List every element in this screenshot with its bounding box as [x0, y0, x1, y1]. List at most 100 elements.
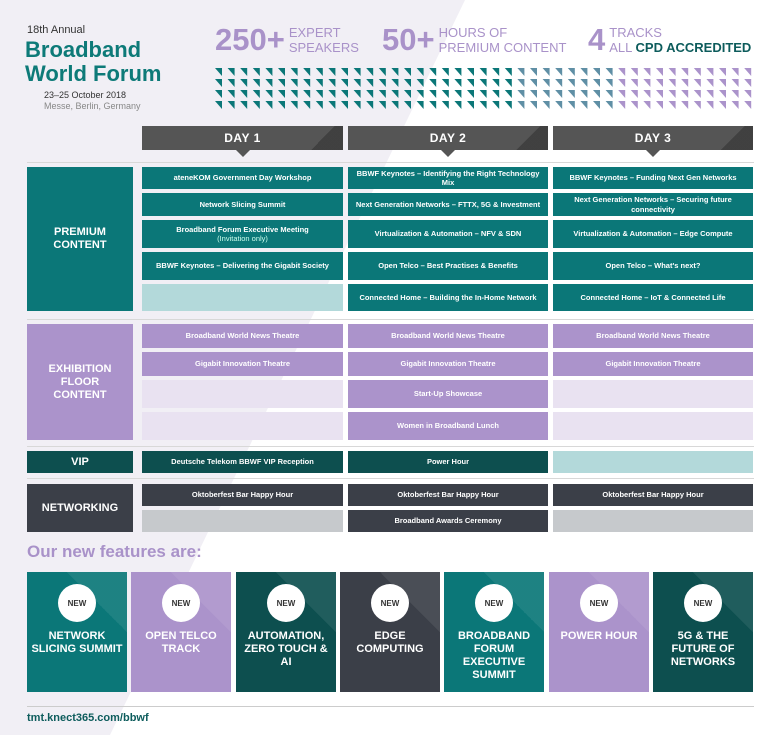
pattern-triangle [492, 68, 500, 76]
pattern-triangle [668, 101, 676, 109]
pattern-triangle [278, 68, 285, 76]
pattern-triangle [706, 68, 714, 76]
pattern-triangle [593, 68, 600, 76]
session-title: Oktoberfest Bar Happy Hour [397, 490, 499, 500]
pattern-triangle [366, 101, 374, 109]
session-title: Virtualization & Automation – NFV & SDN [374, 229, 522, 239]
pattern-triangle [681, 90, 689, 98]
pattern-triangle [467, 90, 474, 98]
pattern-triangle [252, 68, 260, 76]
session-cell: Gigabit Innovation Theatre [553, 352, 753, 376]
pattern-triangle [378, 90, 386, 98]
feature-title: EDGE COMPUTING [356, 630, 424, 655]
session-cell: Gigabit Innovation Theatre [142, 352, 343, 376]
networking-day-1-column: Oktoberfest Bar Happy Hour [142, 484, 343, 532]
pattern-triangle [215, 79, 222, 87]
pattern-triangle [593, 79, 600, 87]
pattern-triangle [240, 101, 248, 109]
session-title: Gigabit Innovation Theatre [194, 359, 290, 369]
empty-slot [553, 412, 753, 440]
pattern-triangle [630, 101, 638, 109]
pattern-triangle [504, 101, 512, 109]
pattern-triangle [504, 79, 512, 87]
session-title: Open Telco – What's next? [605, 261, 701, 271]
session-cell: Connected Home – Building the In-Home Ne… [348, 284, 548, 311]
pattern-triangle [744, 90, 752, 98]
new-badge: NEW [684, 584, 722, 622]
pattern-triangle [719, 79, 726, 87]
day-2-header: DAY 2 [348, 126, 548, 157]
pattern-triangle [315, 90, 323, 98]
session-title: BBWF Keynotes – Identifying the Right Te… [356, 168, 540, 188]
pattern-triangle [630, 79, 638, 87]
vip-label: VIP [27, 451, 133, 473]
pattern-triangle [341, 79, 348, 87]
exhibition-label: EXHIBITION FLOOR CONTENT [27, 324, 133, 440]
pattern-triangle [328, 79, 336, 87]
pattern-triangle [303, 79, 311, 87]
pattern-triangle [391, 68, 399, 76]
pattern-triangle [605, 101, 613, 109]
pattern-triangle [378, 68, 386, 76]
session-title: Broadband World News Theatre [185, 331, 300, 341]
pattern-triangle [643, 101, 651, 109]
website-link[interactable]: tmt.knect365.com/bbwf [27, 712, 149, 724]
pattern-triangle [504, 90, 512, 98]
pattern-triangle [731, 101, 739, 109]
pattern-triangle [429, 101, 437, 109]
pattern-triangle [517, 68, 525, 76]
pattern-triangle [290, 101, 298, 109]
pattern-triangle [479, 101, 487, 109]
pattern-triangle [479, 68, 487, 76]
pattern-triangle [542, 90, 550, 98]
empty-slot [142, 412, 343, 440]
pattern-triangle [555, 90, 563, 98]
day-1-header: DAY 1 [142, 126, 343, 157]
pattern-triangle [567, 79, 575, 87]
feature-title: AUTOMATION, ZERO TOUCH & AI [244, 630, 328, 668]
feature-card: NEW EDGE COMPUTING [340, 572, 440, 692]
networking-label: NETWORKING [27, 484, 133, 532]
pattern-triangle [467, 79, 474, 87]
premium-label: PREMIUM CONTENT [27, 167, 133, 311]
pattern-triangle [744, 101, 752, 109]
divider [27, 706, 754, 707]
session-title: Gigabit Innovation Theatre [605, 359, 701, 369]
pattern-triangle [278, 90, 285, 98]
pattern-triangle [366, 90, 374, 98]
empty-slot [142, 284, 343, 311]
session-title: Connected Home – Building the In-Home Ne… [359, 292, 537, 302]
session-note: (Invitation only) [217, 234, 268, 243]
pattern-triangle [215, 68, 222, 76]
session-cell: Open Telco – Best Practises & Benefits [348, 252, 548, 280]
pattern-triangle [630, 90, 638, 98]
session-cell: BBWF Keynotes – Delivering the Gigabit S… [142, 252, 343, 280]
pattern-triangle [618, 101, 626, 109]
pattern-triangle [580, 68, 588, 76]
pattern-triangle [227, 101, 235, 109]
pattern-triangle [656, 79, 663, 87]
empty-slot [142, 510, 343, 532]
session-title: BBWF Keynotes – Funding Next Gen Network… [569, 173, 737, 183]
pattern-triangle [265, 68, 273, 76]
pattern-triangle [504, 68, 512, 76]
session-title: Oktoberfest Bar Happy Hour [602, 490, 704, 500]
session-cell: Broadband World News Theatre [348, 324, 548, 348]
pattern-triangle [492, 79, 500, 87]
session-cell: Oktoberfest Bar Happy Hour [142, 484, 343, 506]
pattern-triangle [580, 79, 588, 87]
pattern-triangle [555, 101, 563, 109]
new-badge: NEW [371, 584, 409, 622]
pattern-triangle [618, 90, 626, 98]
pattern-triangle [693, 68, 701, 76]
pattern-triangle [593, 90, 600, 98]
session-title: Broadband Forum Executive Meeting [176, 224, 309, 234]
session-title: Broadband World News Theatre [391, 331, 505, 341]
vip-day-1-column: Deutsche Telekom BBWF VIP Reception [142, 451, 343, 473]
empty-slot [142, 380, 343, 408]
